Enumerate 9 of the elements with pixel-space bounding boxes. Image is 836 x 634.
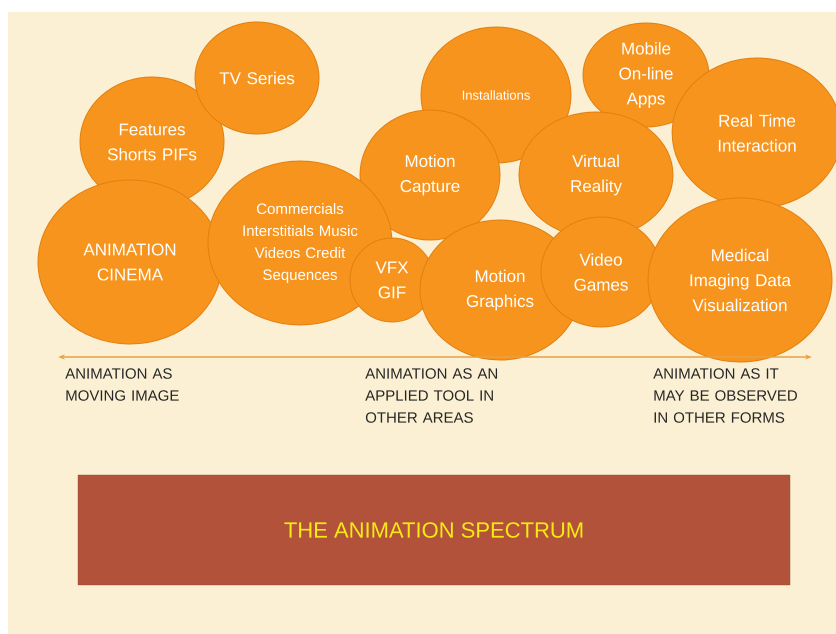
bubble: Virtual Reality (518, 112, 674, 238)
bubble: TV Series (194, 22, 320, 134)
caption-text: ANIMATION AS MOVING IMAGE (65, 368, 179, 401)
bubble: Real Time Interaction (672, 58, 836, 208)
bubble: Video Games (540, 216, 662, 328)
bubble: ANIMATION CINEMA (38, 180, 222, 344)
title-banner: THE ANIMATION SPECTRUM (78, 474, 790, 586)
caption-text: ANIMATION AS IT MAY BE OBSERVED IN OTHER FORMS (653, 368, 797, 423)
caption-text: ANIMATION AS AN APPLIED TOOL IN OTHER AREAS (365, 368, 498, 423)
